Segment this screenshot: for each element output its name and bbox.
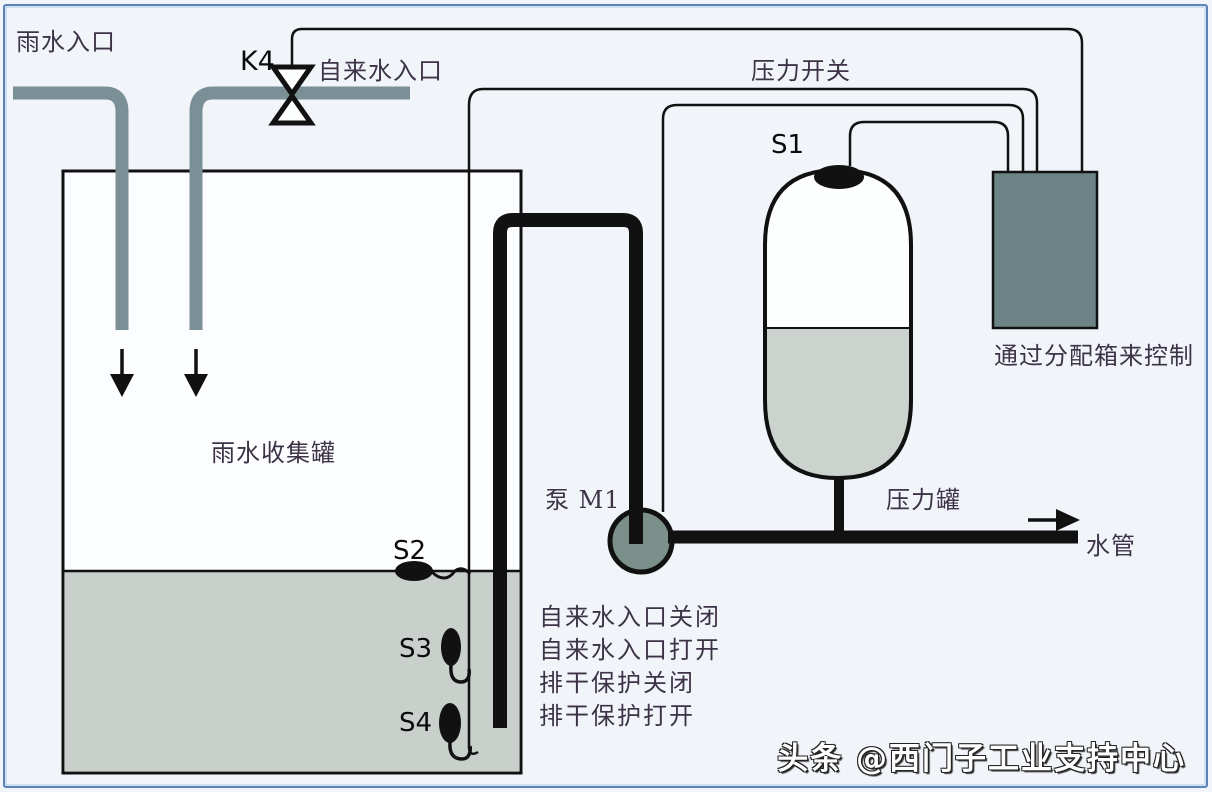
pressure-vessel-outline [763, 167, 913, 481]
label-tap-inlet: 自来水入口 [318, 57, 443, 85]
valve-k4-icon [268, 64, 316, 126]
inflow-arrow-left [110, 349, 134, 397]
label-water-pipe: 水管 [1086, 532, 1136, 560]
status-line: 自来水入口关闭 [539, 603, 721, 631]
label-rain-inlet: 雨水入口 [16, 28, 116, 56]
pump-control-wire [661, 103, 1025, 512]
status-text-block: 自来水入口关闭 自来水入口打开 排干保护关闭 排干保护打开 [539, 601, 721, 733]
status-line: 排干保护关闭 [539, 669, 695, 697]
s4-float-sensor [439, 703, 472, 761]
s2-float-sensor [395, 561, 472, 581]
suction-pipe [493, 213, 643, 728]
distribution-box [991, 170, 1099, 330]
valve-control-wire [290, 27, 1084, 172]
water-outlet-arrow [1028, 509, 1080, 531]
label-s1: S1 [771, 130, 805, 160]
s3-float-sensor [441, 628, 471, 684]
s1-sensor-wire [848, 120, 1010, 172]
label-s4: S4 [399, 708, 433, 738]
label-valve-k4: K4 [240, 46, 275, 77]
label-pump-m1: 泵 M1 [545, 486, 621, 514]
rainwater-inlet-pipe [13, 86, 129, 330]
s1-sensor-cap [814, 165, 864, 189]
label-s3: S3 [399, 634, 433, 664]
status-line: 自来水入口打开 [539, 636, 721, 664]
watermark: 头条 @西门子工业支持中心 [777, 741, 1186, 777]
label-pressure-tank: 压力罐 [886, 486, 961, 514]
label-collection-tank: 雨水收集罐 [211, 439, 336, 467]
status-line: 排干保护打开 [539, 702, 695, 730]
label-pressure-switch: 压力开关 [751, 57, 851, 85]
pressure-vessel-water [764, 327, 912, 480]
inflow-arrow-right [184, 349, 208, 397]
label-s2: S2 [393, 536, 427, 566]
tapwater-inlet-pipe [189, 86, 410, 330]
label-distribution-box: 通过分配箱来控制 [994, 342, 1194, 370]
